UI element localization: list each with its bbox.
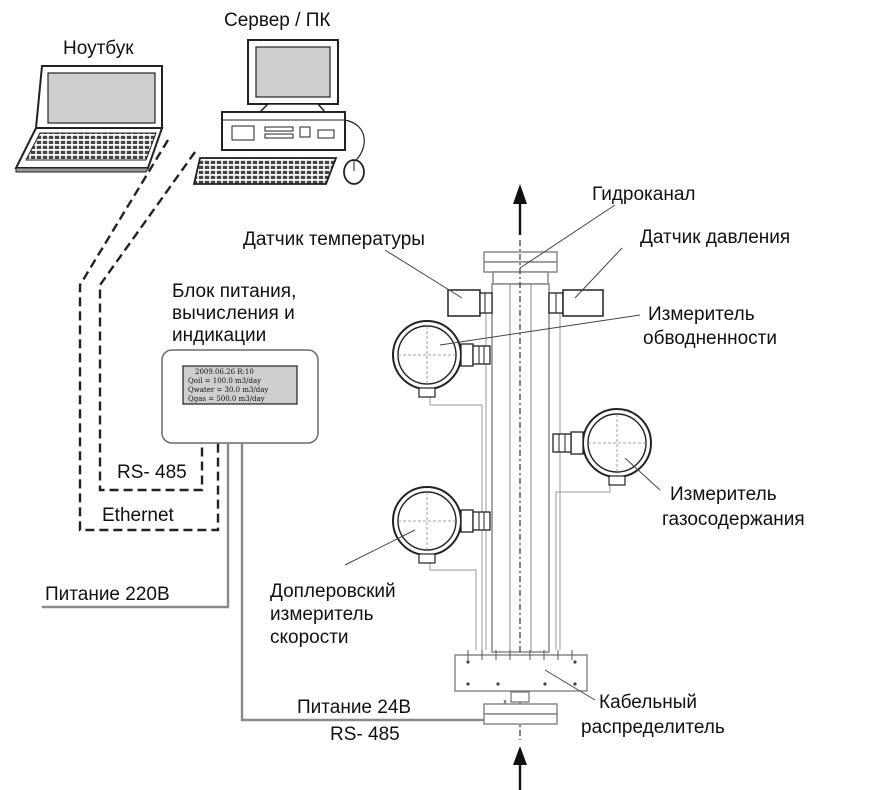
label-pressure-sensor: Датчик давления <box>640 227 790 248</box>
flow-in-arrow-icon <box>513 746 527 765</box>
label-doppler-line1: Доплеровский <box>270 581 396 602</box>
label-temperature-sensor: Датчик температуры <box>243 229 425 250</box>
label-rs485-top: RS- 485 <box>117 462 187 483</box>
label-cable-distributor-line2: распределитель <box>581 717 725 738</box>
pressure-sensor <box>548 289 604 317</box>
temperature-sensor <box>447 289 493 317</box>
cable-distributor-box <box>454 654 588 692</box>
label-power-24v: Питание 24В <box>297 697 411 718</box>
label-ethernet: Ethernet <box>102 505 175 526</box>
label-power-unit-line2: вычисления и <box>172 303 295 324</box>
laptop-icon <box>14 65 164 173</box>
unit-display-screen <box>182 365 298 405</box>
label-cable-distributor-line1: Кабельный <box>599 692 697 713</box>
display-line-2: Qoil = 100.0 m3/day <box>188 377 261 385</box>
flowmeter-column <box>454 184 588 790</box>
ethernet-cable <box>78 139 220 532</box>
display-line-3: Qwater = 30.0 m3/day <box>188 386 268 394</box>
power-220v-cable <box>42 443 230 609</box>
label-doppler-line3: скорости <box>270 627 349 648</box>
network-cables <box>78 139 220 532</box>
power-compute-display-unit: 2009.06.26 R:10 Qoil = 100.0 m3/day Qwat… <box>161 349 319 444</box>
label-laptop: Ноутбук <box>63 38 134 59</box>
label-doppler-line2: измеритель <box>270 604 374 625</box>
gas-content-meter <box>552 408 652 486</box>
label-hydrochannel: Гидроканал <box>592 184 696 205</box>
server-pc-icon <box>192 39 365 185</box>
label-rs485-bottom: RS- 485 <box>330 724 400 745</box>
label-power-unit-line1: Блок питания, <box>172 281 296 302</box>
label-gas-meter-line2: газосодержания <box>662 509 805 530</box>
doppler-velocity-meter <box>392 486 491 564</box>
rs485-cable <box>98 151 204 492</box>
leader-lines <box>344 204 661 701</box>
water-cut-meter <box>392 320 491 398</box>
flow-out-arrow-icon <box>513 184 527 204</box>
label-gas-meter-line1: Измеритель <box>670 484 777 505</box>
display-line-4: Qgas = 500.0 m3/day <box>188 395 265 403</box>
label-power-unit-line3: индикации <box>172 325 266 346</box>
label-server: Сервер / ПК <box>224 10 330 31</box>
label-power-220v: Питание 220В <box>45 584 170 605</box>
label-water-meter-line2: обводненности <box>643 328 777 349</box>
label-water-meter-line1: Измеритель <box>648 304 755 325</box>
display-line-1: 2009.06.26 R:10 <box>195 368 254 376</box>
